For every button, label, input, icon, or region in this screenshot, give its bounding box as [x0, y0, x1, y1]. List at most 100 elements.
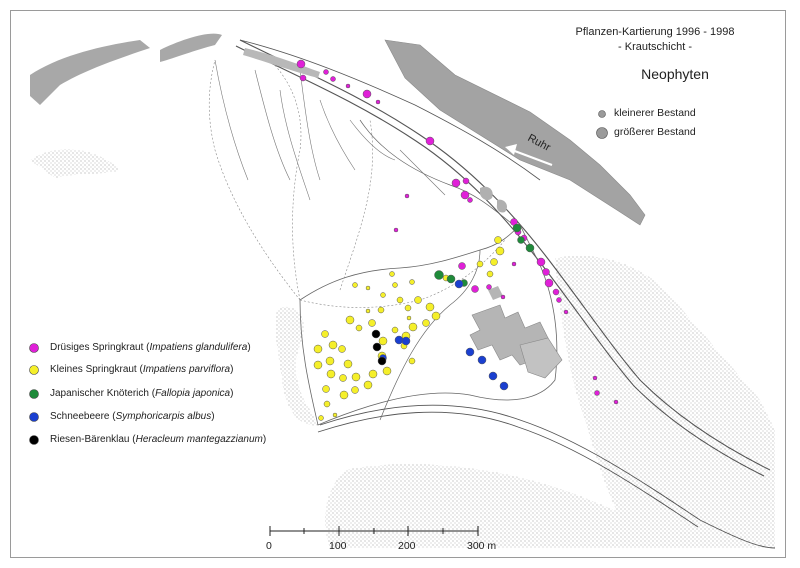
occurrence-impatiens-parviflora: [396, 296, 404, 304]
legend-marker-symphoricarpos: [29, 412, 39, 422]
occurrence-fallopia-japonica: [512, 223, 522, 233]
occurrence-impatiens-parviflora: [382, 366, 392, 376]
occurrence-heracleum: [377, 356, 387, 366]
occurrence-impatiens-parviflora: [368, 369, 378, 379]
occurrence-impatiens-parviflora: [391, 326, 399, 334]
occurrence-impatiens-glandulifera: [500, 294, 506, 300]
map-title: Pflanzen-Kartierung 1996 - 1998: [575, 26, 735, 38]
occurrence-impatiens-glandulifera: [594, 390, 600, 396]
occurrence-symphoricarpos-albus: [454, 279, 464, 289]
scale-label-200: 200: [398, 540, 416, 552]
occurrence-symphoricarpos-albus: [401, 336, 411, 346]
occurrence-impatiens-glandulifera: [544, 278, 554, 288]
occurrence-impatiens-parviflora: [325, 356, 335, 366]
occurrence-impatiens-glandulifera: [536, 257, 546, 267]
occurrence-impatiens-parviflora: [377, 306, 385, 314]
occurrence-impatiens-glandulifera: [471, 285, 479, 293]
occurrence-impatiens-glandulifera: [296, 59, 306, 69]
occurrence-impatiens-glandulifera: [552, 288, 560, 296]
path-diagonal: [299, 239, 506, 308]
occurrence-impatiens-glandulifera: [404, 193, 410, 199]
road-bottom-2: [317, 411, 699, 528]
occurrence-impatiens-glandulifera: [467, 197, 473, 203]
legend-glandulifera: Drüsiges Springkraut (Impatiens glanduli…: [50, 342, 251, 353]
occurrence-impatiens-parviflora: [409, 279, 415, 285]
occurrence-impatiens-glandulifera: [542, 268, 550, 276]
pond-mid-2: [496, 199, 508, 213]
occurrence-symphoricarpos-albus: [499, 381, 509, 391]
slope-left: [275, 306, 318, 426]
occurrence-impatiens-parviflora: [338, 345, 346, 353]
occurrence-impatiens-parviflora: [378, 336, 388, 346]
occurrence-impatiens-glandulifera: [556, 297, 562, 303]
occurrence-impatiens-parviflora: [414, 296, 422, 304]
annex-building: [519, 337, 563, 379]
railway-outer: [239, 39, 771, 471]
occurrence-impatiens-parviflora: [431, 311, 441, 321]
occurrence-impatiens-parviflora: [351, 372, 361, 382]
occurrence-impatiens-parviflora: [476, 260, 484, 268]
pond-mid: [480, 186, 493, 201]
occurrence-impatiens-parviflora: [318, 415, 324, 421]
occurrence-heracleum: [372, 342, 382, 352]
occurrence-fallopia-japonica: [446, 274, 456, 284]
occurrence-impatiens-parviflora: [326, 369, 336, 379]
occurrence-impatiens-parviflora: [351, 386, 359, 394]
legend-large-marker: [596, 127, 608, 139]
occurrence-fallopia-japonica: [525, 243, 535, 253]
occurrence-impatiens-glandulifera: [330, 76, 336, 82]
occurrence-impatiens-glandulifera: [563, 309, 569, 315]
occurrence-fallopia-japonica: [434, 270, 444, 280]
occurrence-impatiens-glandulifera: [375, 99, 381, 105]
occurrence-impatiens-glandulifera: [323, 69, 329, 75]
occurrence-impatiens-parviflora: [389, 271, 395, 277]
occurrence-impatiens-glandulifera: [451, 178, 461, 188]
occurrence-impatiens-parviflora: [321, 330, 329, 338]
occurrence-fallopia-japonica: [517, 236, 525, 244]
map-group-title: Neophyten: [641, 66, 709, 82]
legend-symphoricarpos: Schneebeere (Symphoricarpis albus): [50, 411, 215, 422]
occurrence-impatiens-glandulifera: [299, 74, 307, 82]
legend-marker-parviflora: [29, 365, 39, 375]
valley-lines: [214, 59, 446, 201]
slope-bottom: [325, 464, 690, 548]
slope-right: [555, 255, 775, 549]
occurrence-impatiens-parviflora: [494, 236, 502, 244]
occurrence-impatiens-parviflora: [408, 322, 418, 332]
occurrence-impatiens-parviflora: [343, 359, 353, 369]
occurrence-impatiens-parviflora: [408, 357, 416, 365]
occurrence-impatiens-glandulifera: [362, 89, 372, 99]
occurrence-impatiens-parviflora: [345, 315, 355, 325]
occurrence-impatiens-parviflora: [313, 360, 323, 370]
path-mid: [339, 119, 373, 291]
occurrence-impatiens-glandulifera: [486, 284, 492, 290]
path-upper-valley: [359, 119, 521, 231]
occurrence-impatiens-parviflora: [322, 385, 330, 393]
occurrence-impatiens-parviflora: [406, 315, 412, 321]
occurrence-impatiens-glandulifera: [613, 399, 619, 405]
scale-bar: [269, 526, 479, 536]
legend-marker-glandulifera: [29, 343, 39, 353]
scale-label-0: 0: [266, 540, 272, 552]
legend-parviflora: Kleines Springkraut (Impatiens parviflor…: [50, 364, 234, 375]
occurrence-symphoricarpos-albus: [477, 355, 487, 365]
legend-heracleum: Riesen-Bärenklau (Heracleum mantegazzian…: [50, 434, 267, 445]
occurrence-impatiens-parviflora: [495, 246, 505, 256]
path-left: [208, 59, 301, 301]
scale-label-100: 100: [329, 540, 347, 552]
occurrence-impatiens-parviflora: [486, 270, 494, 278]
occurrence-impatiens-glandulifera: [458, 262, 466, 270]
occurrence-impatiens-parviflora: [363, 380, 373, 390]
legend-large-label: größerer Bestand: [614, 126, 696, 138]
occurrence-impatiens-parviflora: [490, 258, 498, 266]
occurrence-heracleum: [371, 329, 381, 339]
occurrence-impatiens-parviflora: [323, 400, 331, 408]
scale-label-300: 300 m: [467, 540, 497, 552]
flow-arrow: [511, 148, 553, 167]
occurrence-symphoricarpos-albus: [488, 371, 498, 381]
occurrence-impatiens-parviflora: [425, 302, 435, 312]
pond-top-left: [30, 40, 150, 105]
occurrence-impatiens-parviflora: [422, 319, 430, 327]
legend-small-marker: [598, 110, 606, 118]
